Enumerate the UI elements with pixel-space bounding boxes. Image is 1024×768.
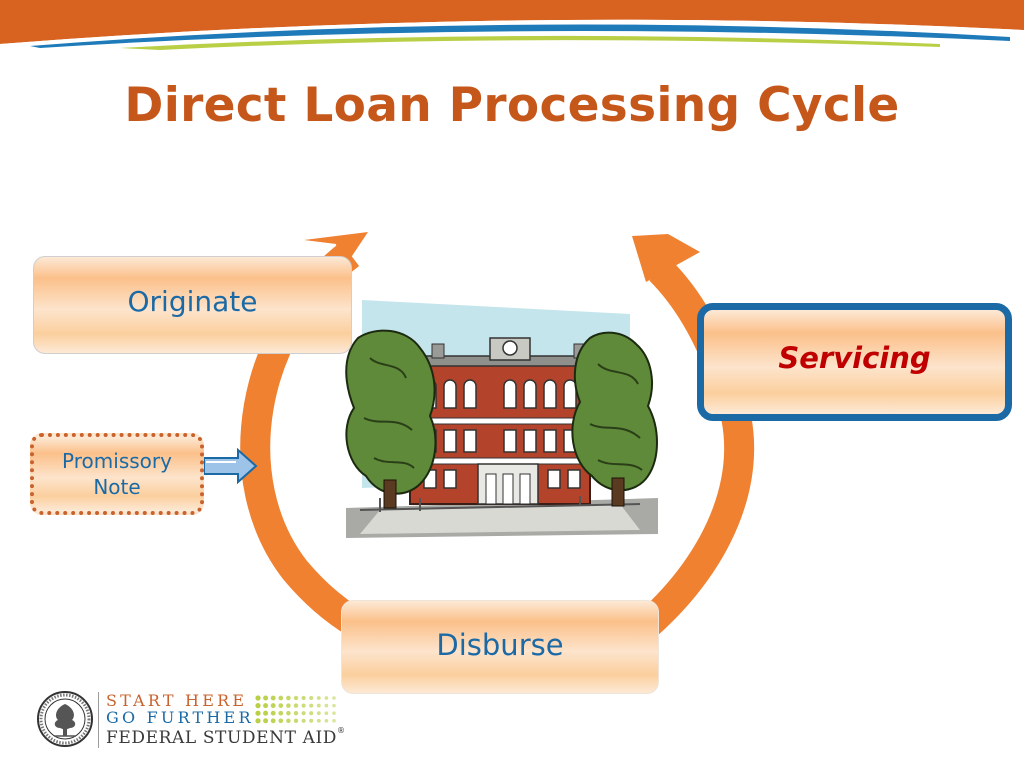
stage-originate-label: Originate: [127, 284, 258, 318]
right-arrow-icon: [203, 447, 258, 485]
logo-dot-pattern: [255, 695, 336, 724]
cycle-arrowhead-right: [632, 234, 700, 282]
cycle-arrowhead-left: [304, 232, 368, 274]
promissory-note-box: Promissory Note: [30, 433, 204, 515]
promissory-note-line2: Note: [93, 475, 141, 499]
logo-divider: [98, 692, 99, 748]
stage-disburse: Disburse: [341, 600, 659, 694]
stage-disburse-label: Disburse: [436, 628, 564, 662]
department-of-education-seal: [37, 691, 93, 747]
school-building-illustration: [345, 300, 658, 538]
logo-tagline-start-here: START HERE: [106, 691, 248, 710]
stage-servicing: Servicing: [697, 303, 1012, 421]
slide-title: Direct Loan Processing Cycle: [124, 78, 900, 133]
logo-tagline-go-further: GO FURTHER: [106, 708, 254, 727]
registered-mark: ®: [337, 726, 345, 735]
stage-servicing-label: Servicing: [778, 341, 931, 375]
promissory-note-line1: Promissory: [62, 449, 172, 473]
top-banner: [0, 0, 1024, 50]
logo-federal-student-aid: FEDERAL STUDENT AID: [106, 728, 338, 748]
stage-originate: Originate: [33, 256, 352, 354]
